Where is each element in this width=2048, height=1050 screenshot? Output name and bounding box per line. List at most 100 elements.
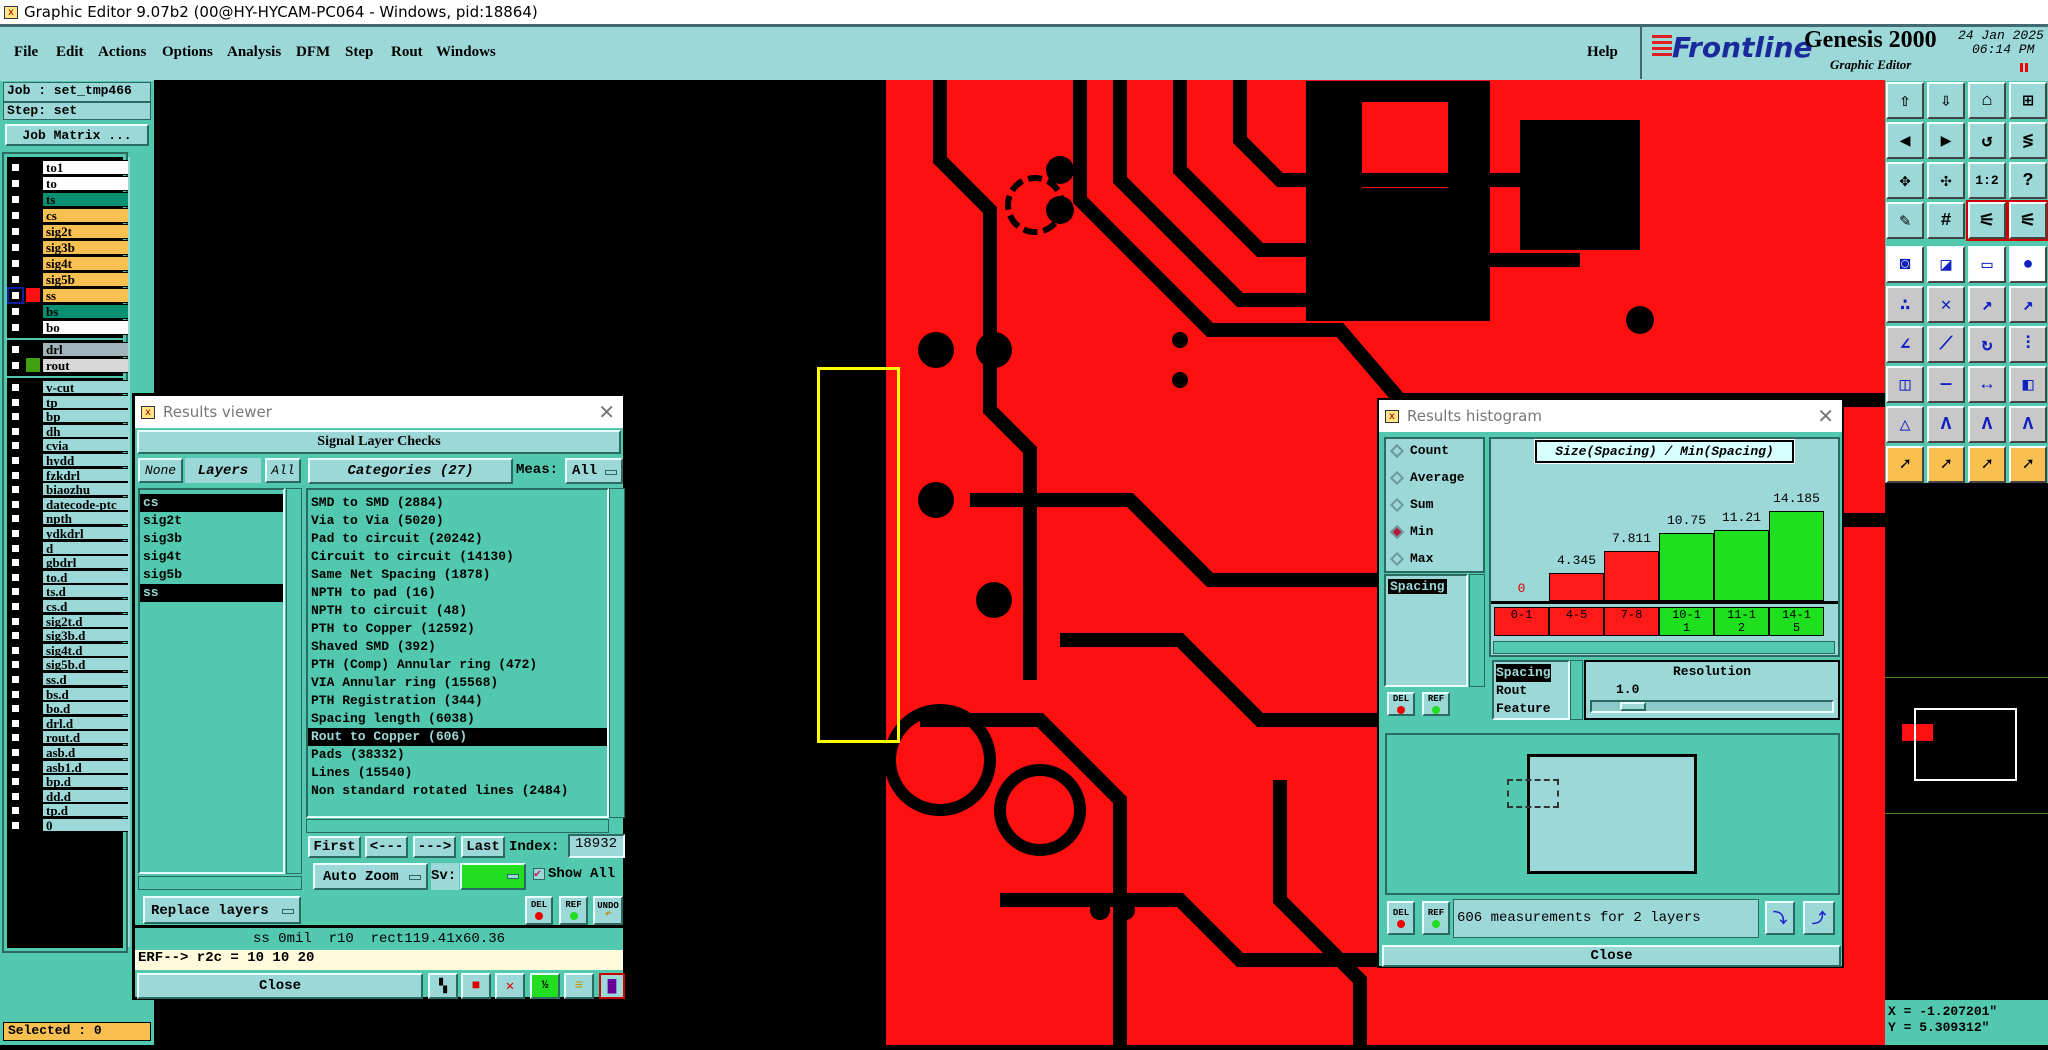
layer-checkbox[interactable] [8,715,23,731]
category-list[interactable]: SMD to SMD (2884)Via to Via (5020)Pad to… [306,488,609,818]
overview-map[interactable] [1885,483,2048,1000]
layer-row[interactable]: sig5b [8,272,132,287]
pan-left-icon[interactable]: ◀ [1886,122,1924,159]
menu-options[interactable]: Options [162,44,213,60]
previous-layer-icon[interactable]: ⤴ [1803,901,1835,935]
layer-name[interactable]: cs [42,208,132,223]
point-to-point-icon[interactable]: ↗ [1968,286,2006,323]
layer-row[interactable]: to.d [8,569,132,585]
layer-checkbox[interactable] [8,628,23,644]
menu-rout[interactable]: Rout [391,44,423,60]
layer-name[interactable]: bs.d [42,686,132,701]
layer-row[interactable]: bo.d [8,701,132,717]
layer-checkbox[interactable] [8,320,23,335]
layer-checkbox[interactable] [8,526,23,541]
menu-edit[interactable]: Edit [56,44,84,60]
result-layer-item[interactable]: sig5b [143,567,183,582]
layer-row[interactable]: dh [8,423,132,439]
layer-row[interactable]: ydkdrl [8,526,132,541]
layer-checkbox[interactable] [8,774,23,790]
layer-row[interactable]: bo [8,320,132,335]
layer-checkbox[interactable] [8,176,23,191]
layer-name[interactable]: dd.d [42,788,132,803]
zoom-center-icon[interactable]: ✣ [1927,162,1965,199]
layer-checkbox[interactable] [8,599,23,614]
menu-windows[interactable]: Windows [436,44,496,60]
rotate-icon[interactable]: ↻ [1968,326,2006,363]
layer-checkbox[interactable] [8,409,23,425]
severity-color-dropdown[interactable] [460,863,526,890]
menu-actions[interactable]: Actions [98,44,147,60]
layer-row[interactable]: rout [8,358,132,373]
layer-name[interactable]: tp.d [42,803,132,818]
layer-row[interactable]: d [8,540,132,556]
layer-checkbox[interactable] [8,555,23,571]
mode-radio-sum[interactable]: Sum [1389,497,1433,512]
result-layer-item[interactable]: sig2t [143,513,183,528]
measure-pad-icon[interactable]: ◙ [1886,246,1924,283]
layer-row[interactable]: ss [7,287,132,304]
group-item[interactable]: Spacing [1496,664,1551,682]
category-item[interactable]: Spacing length (6038) [311,711,475,726]
layer-checkbox[interactable] [8,569,23,585]
layer-checkbox[interactable] [8,803,23,819]
menu-step[interactable]: Step [345,44,374,60]
layer-checkbox[interactable] [8,394,23,410]
layer-name[interactable]: bp [42,409,132,424]
category-item[interactable]: NPTH to pad (16) [311,585,436,600]
layer-name[interactable]: 0 [42,818,132,833]
layer-checkbox[interactable] [8,240,23,255]
ref-button[interactable]: REF [559,896,588,925]
layer-row[interactable]: npth [8,511,132,527]
layer-checkbox[interactable] [8,423,23,439]
ref-button[interactable]: REF [1422,692,1450,716]
menu-analysis[interactable]: Analysis [227,44,282,60]
category-item[interactable]: SMD to SMD (2884) [311,495,444,510]
layer-name[interactable]: to.d [42,569,132,584]
layer-name[interactable]: gbdrl [42,555,132,570]
layer-name[interactable]: cs.d [42,599,132,614]
line-icon[interactable]: ⟋ [1927,326,1965,363]
category-item[interactable]: PTH to Copper (12592) [311,621,475,636]
category-item[interactable]: Via to Via (5020) [311,513,444,528]
layer-name[interactable]: bo.d [42,701,132,716]
layer-row[interactable]: sig4t [8,256,132,271]
layer-name[interactable]: ydkdrl [42,526,132,541]
netlist-compare-icon[interactable]: ⚟ [2007,200,2048,241]
layer-name[interactable]: sig2t.d [42,613,132,628]
layer-row[interactable]: sig3b.d [8,628,132,644]
snap-feature-icon[interactable]: ◫ [1886,366,1924,403]
group-item[interactable]: Feature [1496,701,1551,716]
category-item[interactable]: Rout to Copper (606) [308,728,607,746]
zoom-out-layer-icon[interactable]: ⇩ [1927,82,1965,119]
layer-name[interactable]: ts.d [42,584,132,599]
line-center-icon[interactable]: — [1927,366,1965,403]
category-item[interactable]: VIA Annular ring (15568) [311,675,499,690]
layer-checkbox[interactable] [8,788,23,804]
layer-checkbox[interactable] [8,745,23,760]
category-item[interactable]: Non standard rotated lines (2484) [311,783,569,798]
tools-palette-icon[interactable]: ✎ [1886,202,1924,239]
grid-xy-icon[interactable]: ⊞ [2009,82,2047,119]
layer-row[interactable]: gbdrl [8,555,132,571]
layer-name[interactable]: v-cut [42,380,132,395]
pad-icon[interactable]: ● [2009,246,2047,283]
layer-name[interactable]: bo [42,320,132,335]
layer-row[interactable]: bs [8,304,132,319]
layer-list-hscroll[interactable] [138,876,302,890]
layer-checkbox[interactable] [8,511,23,527]
next-button[interactable]: ---> [413,836,456,858]
attribute-list[interactable]: Spacing [1384,574,1468,687]
layer-row[interactable]: fzkdrl [8,467,132,483]
layer-checkbox[interactable] [8,613,23,629]
stop-icon[interactable]: ■ [461,973,491,999]
group-list[interactable]: Spacing Rout Feature [1492,660,1570,720]
compare-icon[interactable]: ▚ [428,973,458,999]
layer-checkbox[interactable] [8,256,23,271]
layer-row[interactable]: rout.d [8,730,132,746]
layer-checkbox[interactable] [8,584,23,600]
layer-row[interactable]: drl.d [8,715,132,731]
auto-zoom-dropdown[interactable]: Auto Zoom [313,863,428,890]
layer-row[interactable]: 0 [8,818,132,833]
